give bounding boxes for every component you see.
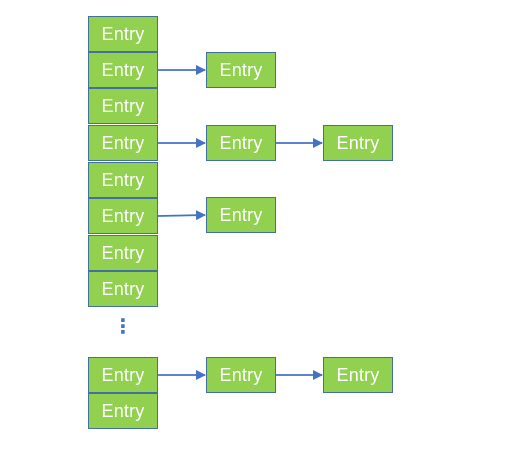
bucket-entry-2: Entry: [88, 88, 158, 124]
chain-5-entry-0: Entry: [206, 197, 276, 233]
bucket-entry-1: Entry: [88, 52, 158, 88]
tail-chain-entry-1: Entry: [323, 357, 393, 393]
tail-bucket-entry-0: Entry: [88, 357, 158, 393]
bucket-entry-3: Entry: [88, 125, 158, 161]
chain-3-entry-1: Entry: [323, 125, 393, 161]
chain-1-entry-0: Entry: [206, 52, 276, 88]
vertical-ellipsis: ⋮: [113, 316, 133, 338]
tail-bucket-entry-1: Entry: [88, 393, 158, 429]
bucket-entry-5: Entry: [88, 198, 158, 234]
chain-3-entry-0: Entry: [206, 125, 276, 161]
arrow-bucket-entry-5-to-chain-5-entry-0: [157, 210, 206, 221]
bucket-entry-7: Entry: [88, 271, 158, 307]
bucket-entry-4: Entry: [88, 162, 158, 198]
bucket-entry-6: Entry: [88, 235, 158, 271]
tail-chain-entry-0: Entry: [206, 357, 276, 393]
bucket-entry-0: Entry: [88, 16, 158, 52]
